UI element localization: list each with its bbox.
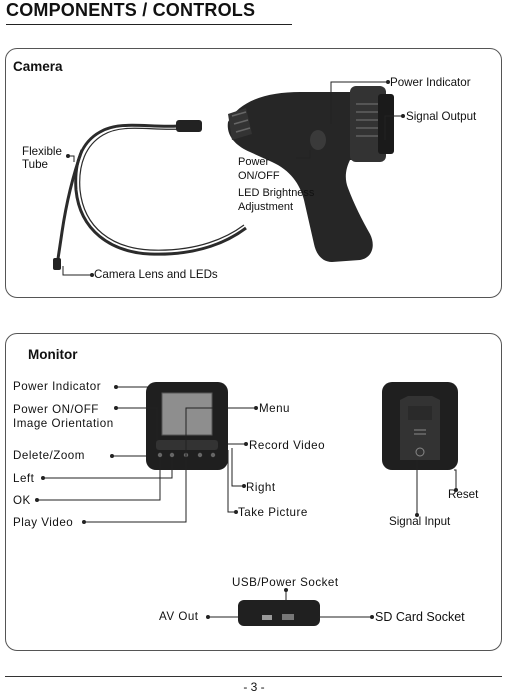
tube-connector-drawing [176,120,202,132]
label-av-out: AV Out [159,610,199,623]
label-signal-input: Signal Input [389,515,451,528]
label-play-video: Play Video [13,516,74,529]
label-ok: OK [13,494,31,507]
label-camera-power: Power [238,156,270,168]
label-reset: Reset [448,488,479,501]
monitor-leader-dots [35,385,458,619]
camera-handle-drawing [227,86,394,262]
label-monitor-power-indicator: Power Indicator [13,380,102,393]
label-led-brightness: LED Brightness [238,187,315,199]
monitor-bottom-drawing [238,600,320,626]
monitor-back-drawing [382,382,458,470]
label-flexible: Flexible [22,145,62,158]
label-menu: Menu [259,402,291,415]
label-power-on-off: Power ON/OFF [13,403,99,416]
label-record-video: Record Video [249,439,326,452]
label-signal-output: Signal Output [406,110,477,123]
flexible-tube-drawing [55,123,247,267]
label-camera-on-off: ON/OFF [238,170,280,182]
label-left: Left [13,472,35,485]
camera-lens-drawing [53,258,61,270]
camera-leader-dots [66,80,405,277]
monitor-panel [5,333,502,651]
label-usb-power-socket: USB/Power Socket [232,576,339,589]
label-camera-power-indicator: Power Indicator [390,76,471,89]
label-sd-card-socket: SD Card Socket [375,610,465,624]
label-tube: Tube [22,158,48,171]
camera-panel [5,48,502,298]
page-number: - 3 - [243,680,265,694]
label-image-orientation: Image Orientation [13,417,114,430]
label-delete-zoom: Delete/Zoom [13,449,85,462]
monitor-heading: Monitor [28,347,78,362]
camera-leader-lines [62,81,403,276]
label-take-picture: Take Picture [238,506,308,519]
label-right: Right [246,481,276,494]
camera-heading: Camera [13,59,63,74]
monitor-front-drawing [146,382,228,470]
title-underline [6,24,292,25]
monitor-leader-lines [37,386,457,618]
page-title: COMPONENTS / CONTROLS [6,0,256,20]
footer-rule [5,676,502,677]
label-camera-lens-leds: Camera Lens and LEDs [94,268,218,281]
label-adjustment: Adjustment [238,201,294,213]
